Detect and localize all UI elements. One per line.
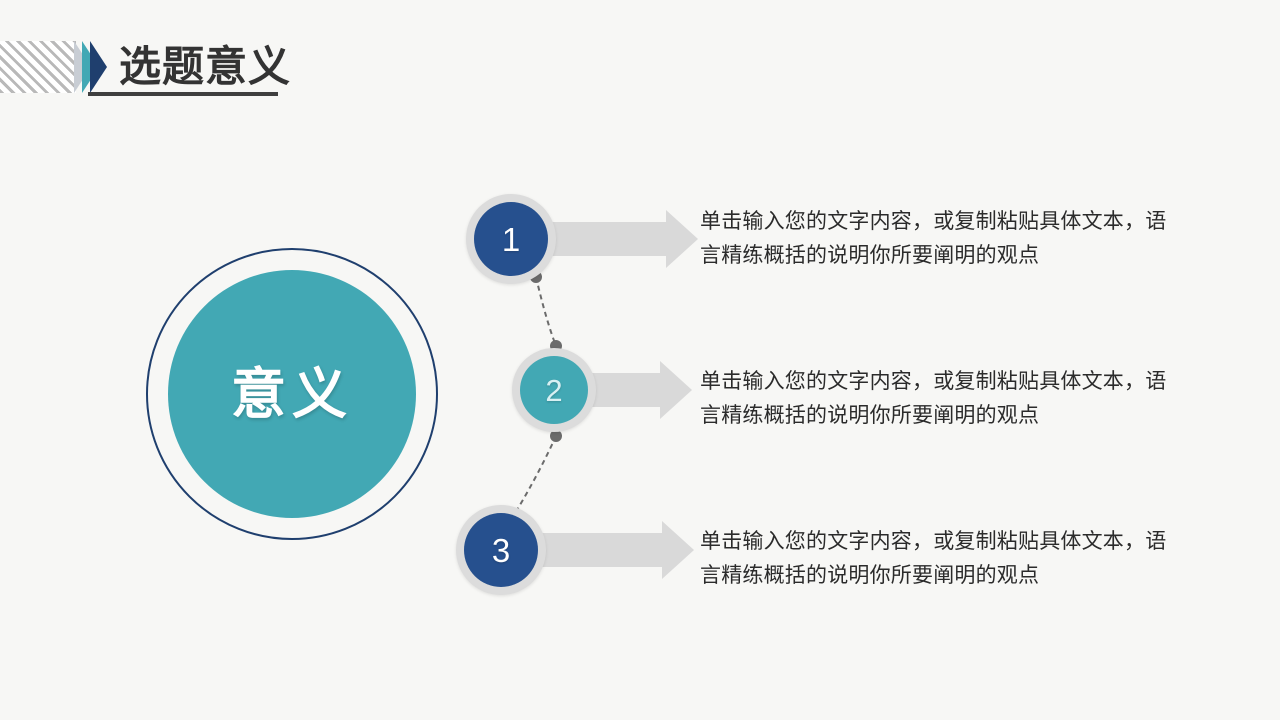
hub-circle: 意义 [146,248,438,540]
step-2-text: 单击输入您的文字内容，或复制粘贴具体文本，语言精练概括的说明你所要阐明的观点 [700,370,1167,428]
hub-label: 意义 [230,362,353,425]
step-3-arrow-shaft [534,533,662,567]
step-2-arrow-icon [584,361,692,419]
step-1-arrow-shaft [544,222,666,256]
hub-disc: 意义 [168,270,416,518]
step-1-circle: 1 [474,202,548,276]
step-3-text: 单击输入您的文字内容，或复制粘贴具体文本，语言精练概括的说明你所要阐明的观点 [700,530,1167,588]
step-3-number: 3 [491,531,511,569]
step-item-1[interactable]: 1 [466,194,698,284]
step-2-arrow-head [660,361,692,419]
step-3-arrow-icon [534,521,694,579]
page-title: 选题意义 [119,43,292,90]
diagonal-stripes-decoration [0,41,76,93]
step-1-arrow-icon [544,210,698,268]
slide-header: 选题意义 [0,36,291,98]
step-3-node[interactable]: 3 [456,505,546,595]
step-2-arrow-shaft [584,373,660,407]
step-1-node[interactable]: 1 [466,194,556,284]
step-3-arrow-head [662,521,694,579]
title-underline [88,92,278,96]
step-item-3[interactable]: 3 [456,505,694,595]
step-1-arrow-head [666,210,698,268]
step-2-number: 2 [545,372,563,408]
step-2-node[interactable]: 2 [512,348,596,432]
chevron-navy-icon [90,41,107,93]
hub-outer-ring [146,248,438,540]
step-3-circle: 3 [464,513,538,587]
connector-1-2 [535,276,557,347]
step-item-2[interactable]: 2 [512,348,692,432]
step-2-circle: 2 [520,356,588,424]
step-1-text: 单击输入您的文字内容，或复制粘贴具体文本，语言精练概括的说明你所要阐明的观点 [700,210,1167,268]
step-1-number: 1 [501,220,521,258]
